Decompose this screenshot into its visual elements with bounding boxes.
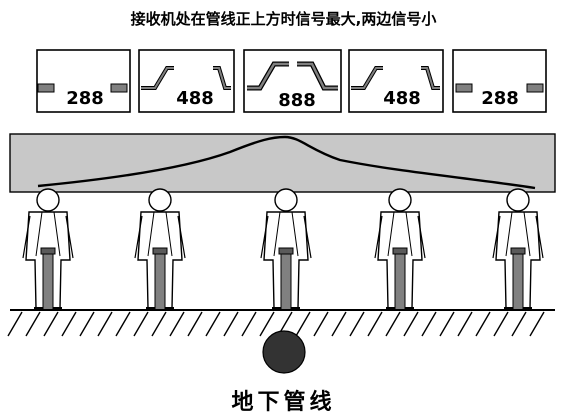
display-3-reading: 888	[278, 90, 316, 111]
underground-pipe	[262, 330, 306, 374]
operator-4	[374, 188, 426, 311]
display-5: 288	[452, 49, 547, 113]
display-2-reading: 488	[176, 88, 214, 109]
display-1-reading: 288	[66, 88, 104, 109]
display-1: 288	[36, 49, 131, 113]
display-4-reading: 488	[383, 88, 421, 109]
operator-5	[492, 188, 544, 311]
ground	[7, 309, 555, 337]
display-2: 488	[138, 49, 235, 113]
signal-band	[9, 133, 556, 193]
pipe-caption: 地下管线	[231, 390, 336, 415]
signal-curve	[37, 135, 536, 190]
diagram-title: 接收机处在管线正上方时信号最大,两边信号小	[130, 10, 437, 28]
display-4: 488	[348, 49, 444, 113]
operator-1	[22, 188, 74, 311]
operator-2	[134, 188, 186, 311]
display-5-reading: 288	[481, 88, 519, 109]
display-3: 888	[243, 49, 342, 113]
operator-3	[260, 188, 312, 311]
